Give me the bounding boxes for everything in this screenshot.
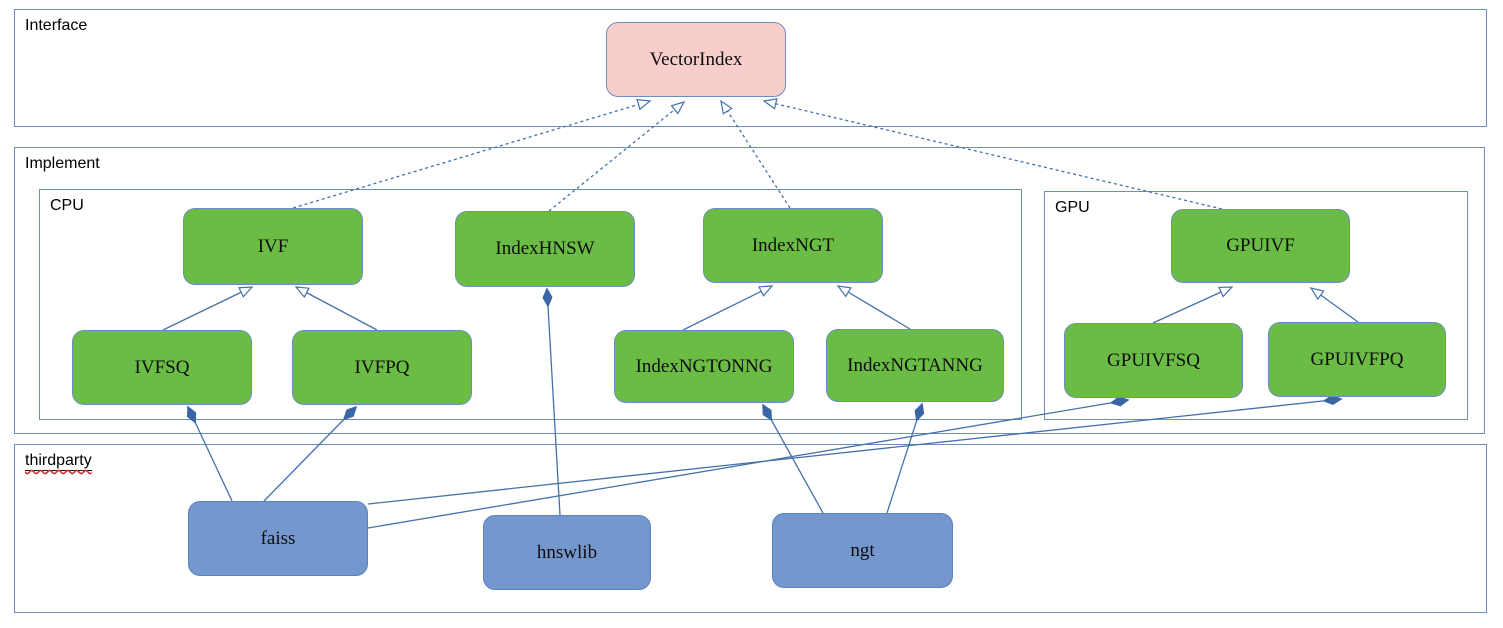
edge-gpuivf-to-vectorindex — [762, 98, 1223, 210]
edge-indexngtonng-to-indexngt — [682, 285, 774, 331]
edge-ivfsq-to-ivf — [162, 286, 254, 331]
edge-hnswlib-to-indexhnsw — [547, 289, 561, 516]
node-ngt-label: ngt — [850, 539, 875, 561]
node-faiss[interactable]: faiss — [188, 501, 368, 576]
container-implement-label: Implement — [25, 155, 100, 172]
node-indexhnsw-label: IndexHNSW — [495, 238, 595, 259]
node-indexngtonng-label: IndexNGTONNG — [635, 355, 773, 377]
container-cpu-label: CPU — [50, 197, 84, 214]
container-implement: Implement — [14, 147, 1485, 434]
node-vectorindex[interactable]: VectorIndex — [606, 22, 786, 97]
node-indexngt-label: IndexNGT — [751, 234, 835, 256]
spellcheck-underline: thirdparty — [25, 452, 92, 469]
node-vectorindex-label: VectorIndex — [649, 48, 743, 70]
node-indexngtonng[interactable]: IndexNGTONNG — [614, 330, 794, 403]
edge-gpuivfsq-to-gpuivf — [1152, 286, 1234, 324]
edge-faiss-to-gpuivfpq — [367, 399, 1341, 505]
node-hnswlib[interactable]: hnswlib — [483, 515, 651, 590]
node-ivfpq-label: IVFPQ — [354, 356, 410, 378]
container-interface: Interface — [14, 9, 1487, 127]
edge-gpuivfpq-to-gpuivf — [1309, 287, 1359, 323]
node-ivfsq-label: IVFSQ — [134, 356, 190, 378]
container-interface-label: Interface — [25, 17, 88, 34]
node-gpuivfsq-label: GPUIVFSQ — [1107, 349, 1200, 371]
node-gpuivfpq-label: GPUIVFPQ — [1310, 348, 1404, 370]
container-thirdparty: thirdparty — [14, 444, 1487, 613]
node-gpuivf[interactable]: GPUIVF — [1171, 209, 1350, 283]
node-indexngt[interactable]: IndexNGT — [703, 208, 883, 283]
edge-ivf-to-vectorindex — [292, 98, 652, 209]
edge-indexngt-to-vectorindex — [720, 99, 791, 209]
node-gpuivfpq[interactable]: GPUIVFPQ — [1268, 322, 1446, 397]
node-ngt[interactable]: ngt — [772, 513, 953, 588]
container-cpu: CPU — [39, 189, 1022, 420]
node-ivf[interactable]: IVF — [183, 208, 363, 285]
node-ivf-label: IVF — [257, 235, 289, 257]
edge-ngt-to-indexngtonng — [763, 405, 824, 514]
node-gpuivfsq[interactable]: GPUIVFSQ — [1064, 323, 1243, 398]
edge-indexngtanng-to-indexngt — [836, 285, 911, 330]
edge-ngt-to-indexngtanng — [886, 404, 922, 514]
node-ivfsq[interactable]: IVFSQ — [72, 330, 252, 405]
edge-indexhnsw-to-vectorindex — [548, 101, 686, 212]
container-gpu-label: GPU — [1055, 199, 1090, 216]
edge-faiss-to-ivfsq — [188, 407, 233, 502]
container-gpu: GPU — [1044, 191, 1468, 420]
node-gpuivf-label: GPUIVF — [1226, 235, 1295, 256]
node-ivfpq[interactable]: IVFPQ — [292, 330, 472, 405]
node-faiss-label: faiss — [260, 527, 296, 549]
node-indexngtanng[interactable]: IndexNGTANNG — [826, 329, 1004, 402]
edge-faiss-to-gpuivfsq — [367, 400, 1128, 529]
node-hnswlib-label: hnswlib — [536, 541, 598, 563]
container-thirdparty-label: thirdparty — [25, 452, 92, 471]
edge-faiss-to-ivfpq — [263, 407, 356, 502]
node-indexhnsw[interactable]: IndexHNSW — [455, 211, 635, 287]
node-indexngtanng-label: IndexNGTANNG — [847, 354, 983, 376]
edge-ivfpq-to-ivf — [294, 286, 378, 331]
